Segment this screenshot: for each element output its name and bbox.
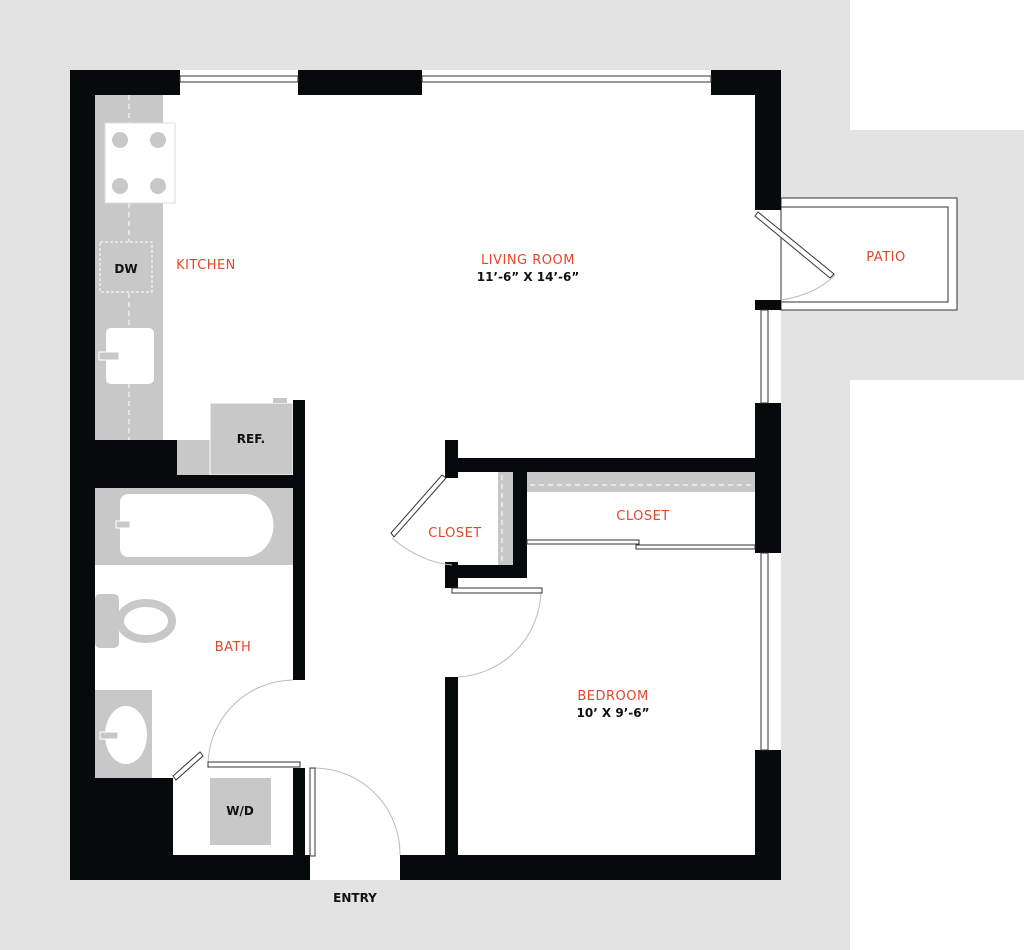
dishwasher-label: DW bbox=[114, 262, 137, 276]
washer-dryer-label: W/D bbox=[226, 804, 254, 818]
bathtub-icon bbox=[115, 494, 274, 557]
washer-dryer: W/D bbox=[210, 778, 271, 845]
bedroom-closet-label: CLOSET bbox=[616, 509, 670, 524]
living-room-dimensions: 11’-6” X 14’-6” bbox=[477, 270, 580, 284]
windows bbox=[179, 75, 769, 751]
bath-label: BATH bbox=[215, 640, 252, 655]
sliding-closet-door-1 bbox=[526, 539, 640, 545]
hall-closet-label: CLOSET bbox=[428, 526, 482, 541]
walls bbox=[70, 70, 781, 880]
sliding-closet-door-2 bbox=[635, 544, 756, 550]
closet-shelf bbox=[498, 472, 755, 565]
patio-label: PATIO bbox=[866, 250, 905, 265]
closet-door bbox=[390, 474, 447, 538]
bath-door bbox=[207, 761, 301, 768]
bath-sink-icon bbox=[95, 690, 152, 778]
toilet-icon bbox=[95, 594, 176, 648]
bedroom-label: BEDROOM bbox=[577, 689, 648, 704]
entry-label: ENTRY bbox=[333, 891, 377, 905]
living-room-label: LIVING ROOM bbox=[481, 253, 575, 268]
bedroom-dimensions: 10’ X 9’-6” bbox=[577, 706, 650, 720]
refrigerator: REF. bbox=[209, 398, 294, 476]
bedroom-door bbox=[451, 587, 543, 594]
laundry-door bbox=[172, 751, 204, 781]
entry-door bbox=[309, 767, 316, 857]
kitchen-sink-icon bbox=[98, 328, 154, 384]
dishwasher: DW bbox=[99, 241, 153, 293]
door-swings bbox=[207, 274, 836, 856]
refrigerator-label: REF. bbox=[237, 432, 265, 446]
stove-icon bbox=[104, 122, 176, 204]
patio-door bbox=[754, 211, 835, 279]
kitchen-label: KITCHEN bbox=[176, 258, 236, 273]
